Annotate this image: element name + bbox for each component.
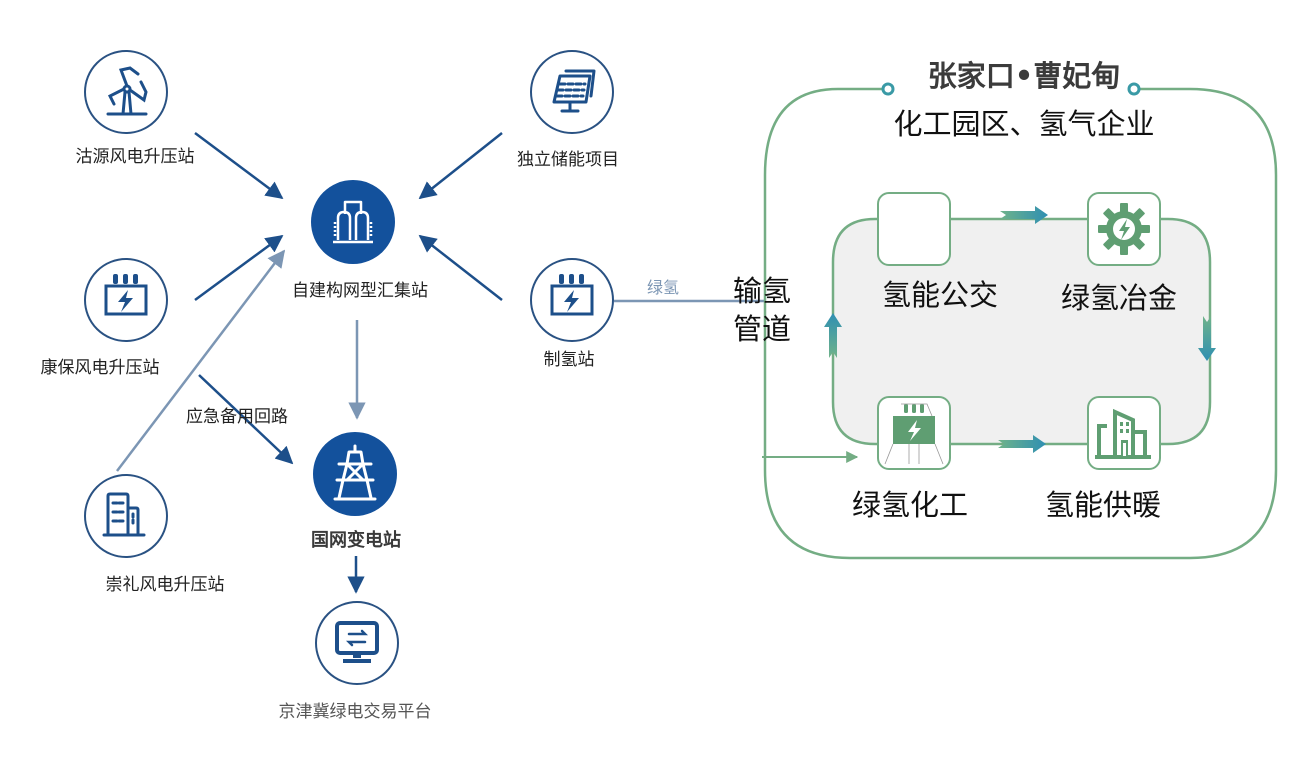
app-green-chemical-label: 绿氢化工 <box>851 488 969 522</box>
flow-arrow-metallurgy-to-heating <box>1198 316 1216 361</box>
trading-platform-node[interactable] <box>315 601 399 685</box>
app-hydrogen-bus-label: 氢能公交 <box>881 278 999 312</box>
frame-node-left <box>881 82 895 96</box>
substation-icon <box>333 200 373 244</box>
kangbao-station-node[interactable] <box>84 258 168 342</box>
storage-project-node[interactable] <box>530 50 614 134</box>
region-title: 张家口•曹妃甸 <box>927 59 1121 93</box>
arrow-kangbao-to-hub <box>194 234 284 302</box>
transformer-icon <box>104 274 148 316</box>
app-hydrogen-heating-label: 氢能供暖 <box>1044 488 1162 522</box>
building-icon <box>102 492 146 537</box>
pipeline-line2: 管道 <box>733 312 792 346</box>
arrow-h2plant-to-hub <box>418 234 503 301</box>
chongli-station-node[interactable] <box>84 474 168 558</box>
frame-node-right <box>1127 82 1141 96</box>
app-hydrogen-bus[interactable] <box>877 192 951 266</box>
blank-icon <box>879 194 949 264</box>
chongli-station-label: 崇礼风电升压站 <box>105 575 225 595</box>
app-hydrogen-heating[interactable] <box>1087 396 1161 470</box>
flow-arrow-chemical-to-bus <box>824 313 842 358</box>
wind-turbine-icon <box>106 66 148 116</box>
power-tower-icon <box>333 444 377 501</box>
flow-arrow-chemical-to-heating <box>998 435 1046 453</box>
app-green-chemical[interactable] <box>877 396 951 470</box>
h2-plant-label: 制氢站 <box>543 350 595 370</box>
arrow-guyuan-to-hub <box>194 131 284 200</box>
green-hydrogen-edge-label: 绿氢 <box>647 278 680 297</box>
hydrogen-pipeline-label: 输氢 管道 <box>733 272 791 348</box>
emergency-backup-label: 应急备用回路 <box>186 407 288 427</box>
gear-bolt-icon <box>1098 203 1150 255</box>
monitor-exchange-icon <box>335 621 379 663</box>
grid-substation-node[interactable] <box>313 432 397 516</box>
hub-station-label: 自建构网型汇集站 <box>292 281 428 301</box>
region-subtitle: 化工园区、氢气企业 <box>893 107 1155 141</box>
guyuan-station-node[interactable] <box>84 50 168 134</box>
hub-station-node[interactable] <box>311 180 395 264</box>
guyuan-station-label: 沽源风电升压站 <box>75 147 195 167</box>
buildings-icon <box>1095 408 1151 459</box>
app-green-metallurgy-label: 绿氢冶金 <box>1060 281 1178 315</box>
pipeline-line1: 输氢 <box>733 274 792 308</box>
trading-platform-label: 京津冀绿电交易平台 <box>278 702 432 722</box>
grid-substation-label: 国网变电站 <box>311 530 401 551</box>
region-frame <box>763 87 1278 560</box>
solar-panel-icon <box>552 69 596 113</box>
app-green-metallurgy[interactable] <box>1087 192 1161 266</box>
chemical-power-icon <box>884 403 944 465</box>
arrow-chongli-to-hub <box>116 249 286 472</box>
storage-project-label: 独立储能项目 <box>517 150 619 170</box>
flow-arrow-bus-to-metallurgy <box>1000 206 1048 224</box>
h2-plant-node[interactable] <box>530 258 614 342</box>
arrow-storage-to-hub <box>418 132 503 200</box>
transformer-icon <box>550 274 594 316</box>
arrow-kangbao-to-grid <box>198 374 294 465</box>
kangbao-station-label: 康保风电升压站 <box>40 358 160 378</box>
